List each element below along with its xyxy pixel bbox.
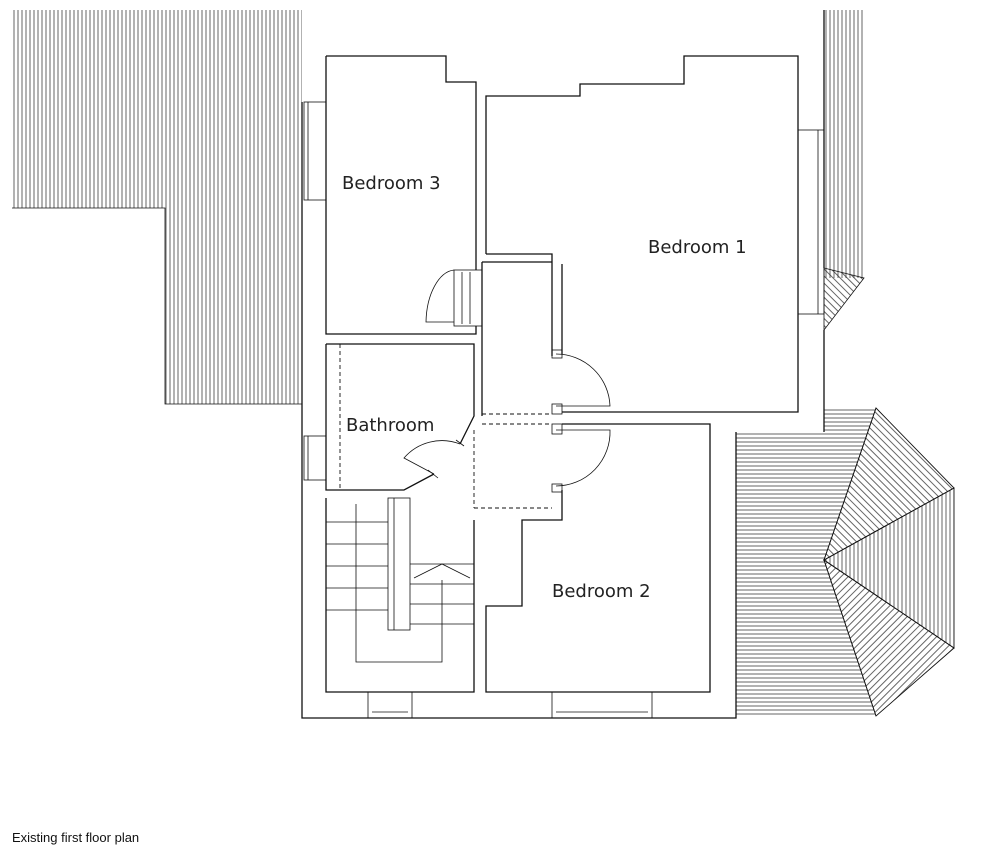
landing-walls [473,261,552,509]
door-swings [403,269,611,493]
bedroom-2-outline [485,423,711,719]
left-roof-hatching [12,10,302,405]
bedroom-1-label: Bedroom 1 [648,237,747,258]
bedroom-3-label: Bedroom 3 [342,173,441,194]
bedroom-3-outline [303,55,477,335]
bathroom-outline [303,343,475,491]
lower-right-roof-hatching [736,407,955,717]
right-roof-hatching [823,10,865,332]
staircase [325,497,475,719]
plan-caption: Existing first floor plan [12,830,140,845]
bathroom-label: Bathroom [346,415,434,436]
bedroom-2-label: Bedroom 2 [552,581,651,602]
bedroom-1-outline [485,55,825,413]
